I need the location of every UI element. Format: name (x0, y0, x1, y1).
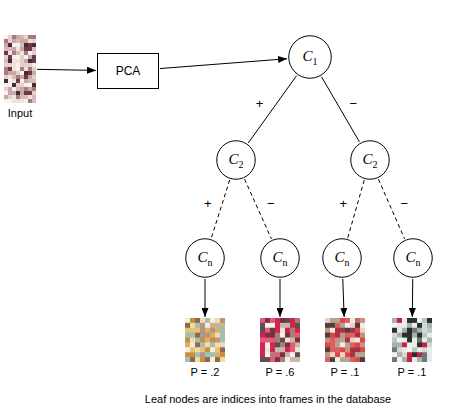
frame-thumbnail (392, 318, 432, 362)
tree-branch (322, 77, 360, 142)
leaf-frame-node: P = .2 (185, 318, 225, 378)
dashed-branch (211, 180, 229, 238)
label-subscript: 2 (373, 159, 378, 170)
classifier-label: C2 (362, 151, 377, 170)
classifier-node: Cn (185, 238, 225, 278)
flow-arrow (412, 279, 413, 317)
leaf-frame-node: P = .1 (392, 318, 432, 378)
dashed-branch (348, 180, 364, 238)
frame-thumbnail (185, 318, 225, 362)
branch-sign: − (399, 197, 411, 211)
label-main: C (228, 151, 238, 167)
frame-thumbnail (325, 318, 365, 362)
classifier-label: C1 (302, 48, 317, 67)
tree-branch (248, 76, 296, 143)
classifier-label: Cn (405, 249, 420, 268)
flow-arrow (160, 59, 287, 69)
label-main: C (272, 249, 282, 265)
flow-arrow (280, 279, 281, 317)
figure-caption: Leaf nodes are indices into frames in th… (143, 392, 393, 406)
flow-arrow (343, 279, 344, 317)
classifier-node: Cn (393, 238, 433, 278)
label-main: C (334, 249, 344, 265)
classifier-label: Cn (197, 249, 212, 268)
classifier-label: C2 (228, 151, 243, 170)
label-subscript: n (345, 257, 350, 268)
label-subscript: n (208, 257, 213, 268)
flow-arrow (37, 69, 96, 70)
input-image-node: Input (4, 35, 36, 119)
label-main: C (362, 151, 372, 167)
label-subscript: n (283, 257, 288, 268)
process-label: PCA (116, 64, 141, 78)
probability-label: P = .1 (331, 366, 360, 378)
flow-arrow (205, 279, 206, 317)
frame-thumbnail (4, 35, 36, 103)
branch-sign: + (254, 97, 266, 111)
probability-label: P = .2 (191, 366, 220, 378)
label-subscript: 1 (313, 56, 318, 67)
probability-label: P = .1 (398, 366, 427, 378)
branch-sign: − (265, 197, 277, 211)
leaf-frame-node: P = .1 (325, 318, 365, 378)
label-subscript: 2 (239, 159, 244, 170)
classifier-node: C2 (216, 140, 256, 180)
leaf-frame-node: P = .6 (260, 318, 300, 378)
classifier-node: C1 (288, 35, 332, 79)
label-subscript: n (416, 257, 421, 268)
frame-thumbnail (260, 318, 300, 362)
input-label: Input (8, 107, 32, 119)
branch-sign: + (337, 197, 349, 211)
label-main: C (405, 249, 415, 265)
branch-sign: − (348, 97, 360, 111)
label-main: C (302, 48, 312, 64)
classifier-node: C2 (350, 140, 390, 180)
label-main: C (197, 249, 207, 265)
classifier-label: Cn (272, 249, 287, 268)
classifier-node: Cn (260, 238, 300, 278)
classifier-label: Cn (334, 249, 349, 268)
probability-label: P = .6 (266, 366, 295, 378)
branch-sign: + (202, 197, 214, 211)
classifier-node: Cn (322, 238, 362, 278)
process-box: PCA (97, 53, 159, 89)
